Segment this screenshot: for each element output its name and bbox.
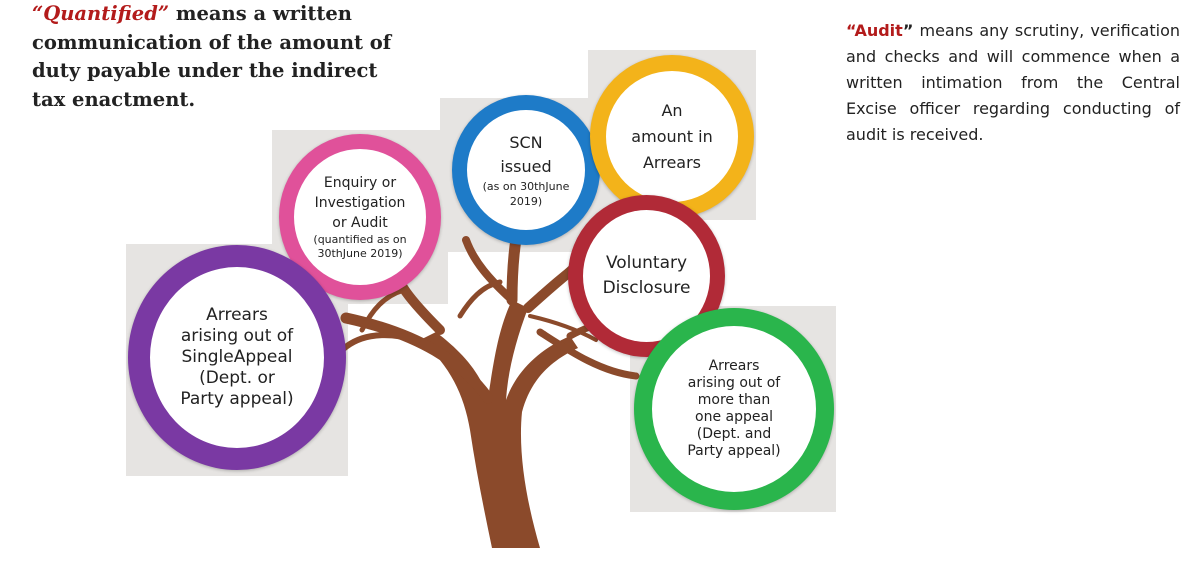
circle-more-appeal-line: more than xyxy=(697,392,771,408)
circle-single-appeal-line: arising out of xyxy=(180,326,294,346)
circle-enquiry-line: Investigation xyxy=(314,195,406,211)
circle-more-appeal-line: one appeal xyxy=(695,409,773,425)
circle-scn-sub: (as on 30thJune xyxy=(482,180,570,193)
circle-arrears-line: amount in xyxy=(631,126,713,146)
circle-enquiry-sub: 30thJune 2019) xyxy=(317,247,403,260)
circle-voluntary-line: Disclosure xyxy=(602,278,691,298)
circle-voluntary-line: Voluntary xyxy=(605,253,688,273)
circle-more-appeal: Arrears arising out of more than one app… xyxy=(634,308,834,510)
circle-arrears-line: Arrears xyxy=(642,152,702,172)
circle-single-appeal: Arrears arising out of SingleAppeal (Dep… xyxy=(128,245,346,470)
circle-more-appeal-line: Party appeal) xyxy=(687,443,781,459)
circle-scn-line: issued xyxy=(500,157,552,176)
circle-scn-sub: 2019) xyxy=(509,195,543,208)
circle-single-appeal-line: Party appeal) xyxy=(180,389,294,409)
audit-term: “Audit xyxy=(846,21,903,40)
circle-single-appeal-line: Arrears xyxy=(206,305,268,325)
circle-enquiry-line: or Audit xyxy=(332,215,388,231)
quantified-definition: “Quantified” means a written communicati… xyxy=(32,0,412,114)
quantified-term: “Quantified” xyxy=(32,2,170,25)
circle-more-appeal-line: Arrears xyxy=(708,358,760,374)
circle-more-appeal-line: arising out of xyxy=(687,375,781,391)
circle-scn-line: SCN xyxy=(509,133,543,152)
circle-enquiry-sub: (quantified as on xyxy=(313,233,407,246)
audit-text: means any scrutiny, verification and che… xyxy=(846,21,1180,144)
circle-arrears: An amount in Arrears xyxy=(590,55,754,218)
audit-term-quote: ” xyxy=(902,21,914,40)
circle-arrears-line: An xyxy=(661,100,683,120)
circle-single-appeal-line: SingleAppeal xyxy=(181,347,293,367)
circle-more-appeal-line: (Dept. and xyxy=(696,426,772,442)
audit-definition: “Audit” means any scrutiny, verification… xyxy=(846,18,1180,148)
circle-enquiry-line: Enquiry or xyxy=(323,175,397,191)
circle-single-appeal-line: (Dept. or xyxy=(199,368,275,388)
circle-scn: SCN issued (as on 30thJune 2019) xyxy=(452,95,600,245)
quantified-text: means a written communication of the amo… xyxy=(32,2,392,111)
